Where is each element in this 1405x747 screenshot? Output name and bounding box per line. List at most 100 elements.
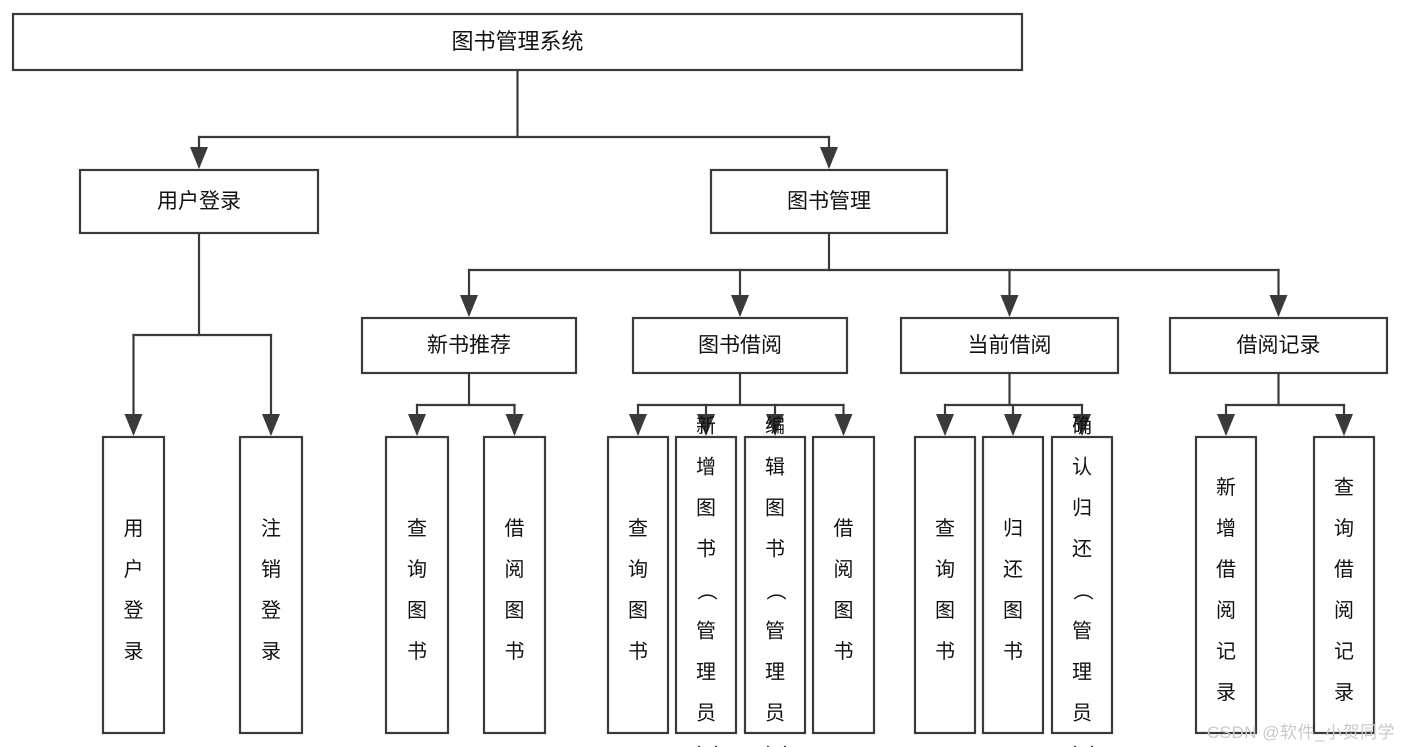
leaf-glyph: 书	[505, 640, 525, 663]
node-new-book-recommend-label: 新书推荐	[427, 334, 511, 357]
leaf-glyph: 书	[628, 640, 648, 663]
node-layer	[11, 12, 1389, 735]
leaf-glyph: 记	[1334, 640, 1354, 663]
leaf-glyph: 借	[834, 517, 854, 540]
leaf-glyph: 图	[505, 600, 525, 622]
csdn-watermark: CSDN @软件_小贺同学	[1206, 723, 1395, 742]
node-leaf-add-record-box[interactable]	[1194, 435, 1258, 735]
leaf-glyph: 录	[124, 641, 144, 663]
leaf-glyph: 销	[261, 558, 281, 581]
arrow-down-icon	[834, 414, 853, 436]
node-leaf-user-login-label: 用户登录	[124, 518, 144, 663]
leaf-glyph: 管	[1072, 619, 1092, 642]
node-current-borrow-label: 当前借阅	[968, 334, 1052, 357]
node-leaf-add-book-box[interactable]	[674, 435, 738, 735]
leaf-glyph: （	[695, 580, 718, 600]
leaf-glyph: 增	[1216, 517, 1236, 540]
node-leaf-borrow-book-1-box[interactable]	[482, 435, 547, 735]
leaf-glyph: 图	[407, 600, 427, 622]
node-leaf-query-record-box[interactable]	[1312, 435, 1376, 735]
leaf-glyph: 录	[1334, 682, 1354, 704]
leaf-glyph: （	[1071, 580, 1094, 600]
leaf-glyph: 确	[1072, 414, 1092, 437]
leaf-glyph: 理	[765, 661, 785, 683]
leaf-glyph: 新	[696, 414, 716, 437]
leaf-glyph: 户	[124, 558, 144, 581]
node-leaf-query-book-3-box[interactable]	[913, 435, 977, 735]
leaf-glyph: 图	[834, 600, 854, 622]
leaf-glyph: 录	[261, 641, 281, 663]
arrow-down-icon	[505, 414, 524, 436]
leaf-glyph: 查	[628, 517, 648, 540]
arrow-down-icon	[1335, 414, 1353, 436]
leaf-glyph: （	[764, 580, 787, 600]
leaf-glyph: 书	[935, 640, 955, 663]
leaf-glyph: ）	[695, 744, 718, 747]
node-borrow-record-label: 借阅记录	[1237, 334, 1321, 357]
leaf-glyph: 还	[1003, 558, 1023, 581]
arrow-down-icon	[1073, 414, 1091, 436]
leaf-glyph: 借	[1334, 558, 1354, 581]
arrow-down-icon	[766, 414, 784, 436]
node-leaf-logout-login-box[interactable]	[238, 435, 304, 735]
arrow-down-icon	[124, 414, 143, 436]
arrow-down-icon	[1000, 295, 1019, 317]
node-book-manage-box[interactable]	[709, 168, 949, 235]
leaf-glyph: 图	[628, 600, 648, 622]
leaf-glyph: 书	[1003, 640, 1023, 663]
node-book-borrow-box[interactable]	[631, 316, 849, 375]
arrow-down-icon	[262, 414, 280, 436]
node-leaf-user-login-box[interactable]	[101, 435, 166, 735]
leaf-glyph: 管	[765, 619, 785, 642]
leaf-glyph: 图	[1003, 600, 1023, 622]
node-new-book-recommend-box[interactable]	[360, 316, 578, 375]
label-layer: 图书管理系统用户登录图书管理新书推荐图书借阅当前借阅借阅记录用户登录注销登录查询…	[124, 29, 1355, 747]
leaf-glyph: 图	[765, 497, 785, 519]
node-current-borrow-box[interactable]	[899, 316, 1120, 375]
leaf-glyph: 登	[124, 599, 144, 622]
leaf-glyph: 查	[935, 517, 955, 540]
leaf-glyph: 员	[1072, 702, 1092, 724]
leaf-glyph: 还	[1072, 537, 1092, 560]
leaf-glyph: 阅	[1216, 599, 1236, 622]
arrow-down-icon	[820, 147, 838, 169]
node-borrow-record-box[interactable]	[1168, 316, 1389, 375]
leaf-glyph: 借	[1216, 558, 1236, 581]
leaf-glyph: 阅	[505, 558, 525, 581]
leaf-glyph: 借	[505, 517, 525, 540]
node-leaf-confirm-return-box[interactable]	[1050, 435, 1114, 735]
leaf-glyph: 归	[1003, 517, 1023, 540]
node-root-box[interactable]	[11, 12, 1024, 72]
leaf-glyph: 书	[407, 640, 427, 663]
leaf-glyph: 询	[407, 558, 427, 581]
node-leaf-return-book-box[interactable]	[981, 435, 1045, 735]
arrow-down-icon	[731, 295, 749, 317]
node-leaf-edit-book-box[interactable]	[743, 435, 807, 735]
arrow-down-icon	[697, 414, 715, 436]
leaf-glyph: 查	[1334, 476, 1354, 499]
arrow-down-icon	[936, 414, 954, 436]
arrow-down-icon	[1217, 414, 1235, 436]
node-leaf-borrow-book-2-box[interactable]	[811, 435, 876, 735]
leaf-glyph: 书	[696, 537, 716, 560]
node-leaf-query-book-1-box[interactable]	[384, 435, 450, 735]
leaf-glyph: 书	[765, 537, 785, 560]
leaf-glyph: 增	[696, 455, 716, 478]
node-leaf-query-book-2-box[interactable]	[606, 435, 670, 735]
leaf-glyph: 图	[935, 600, 955, 622]
leaf-glyph: 阅	[834, 558, 854, 581]
leaf-glyph: 员	[765, 702, 785, 724]
node-user-login-box[interactable]	[78, 168, 320, 235]
leaf-glyph: 用	[124, 518, 144, 540]
leaf-glyph: ）	[764, 744, 787, 747]
leaf-glyph: 图	[696, 497, 716, 519]
leaf-glyph: 管	[696, 619, 716, 642]
